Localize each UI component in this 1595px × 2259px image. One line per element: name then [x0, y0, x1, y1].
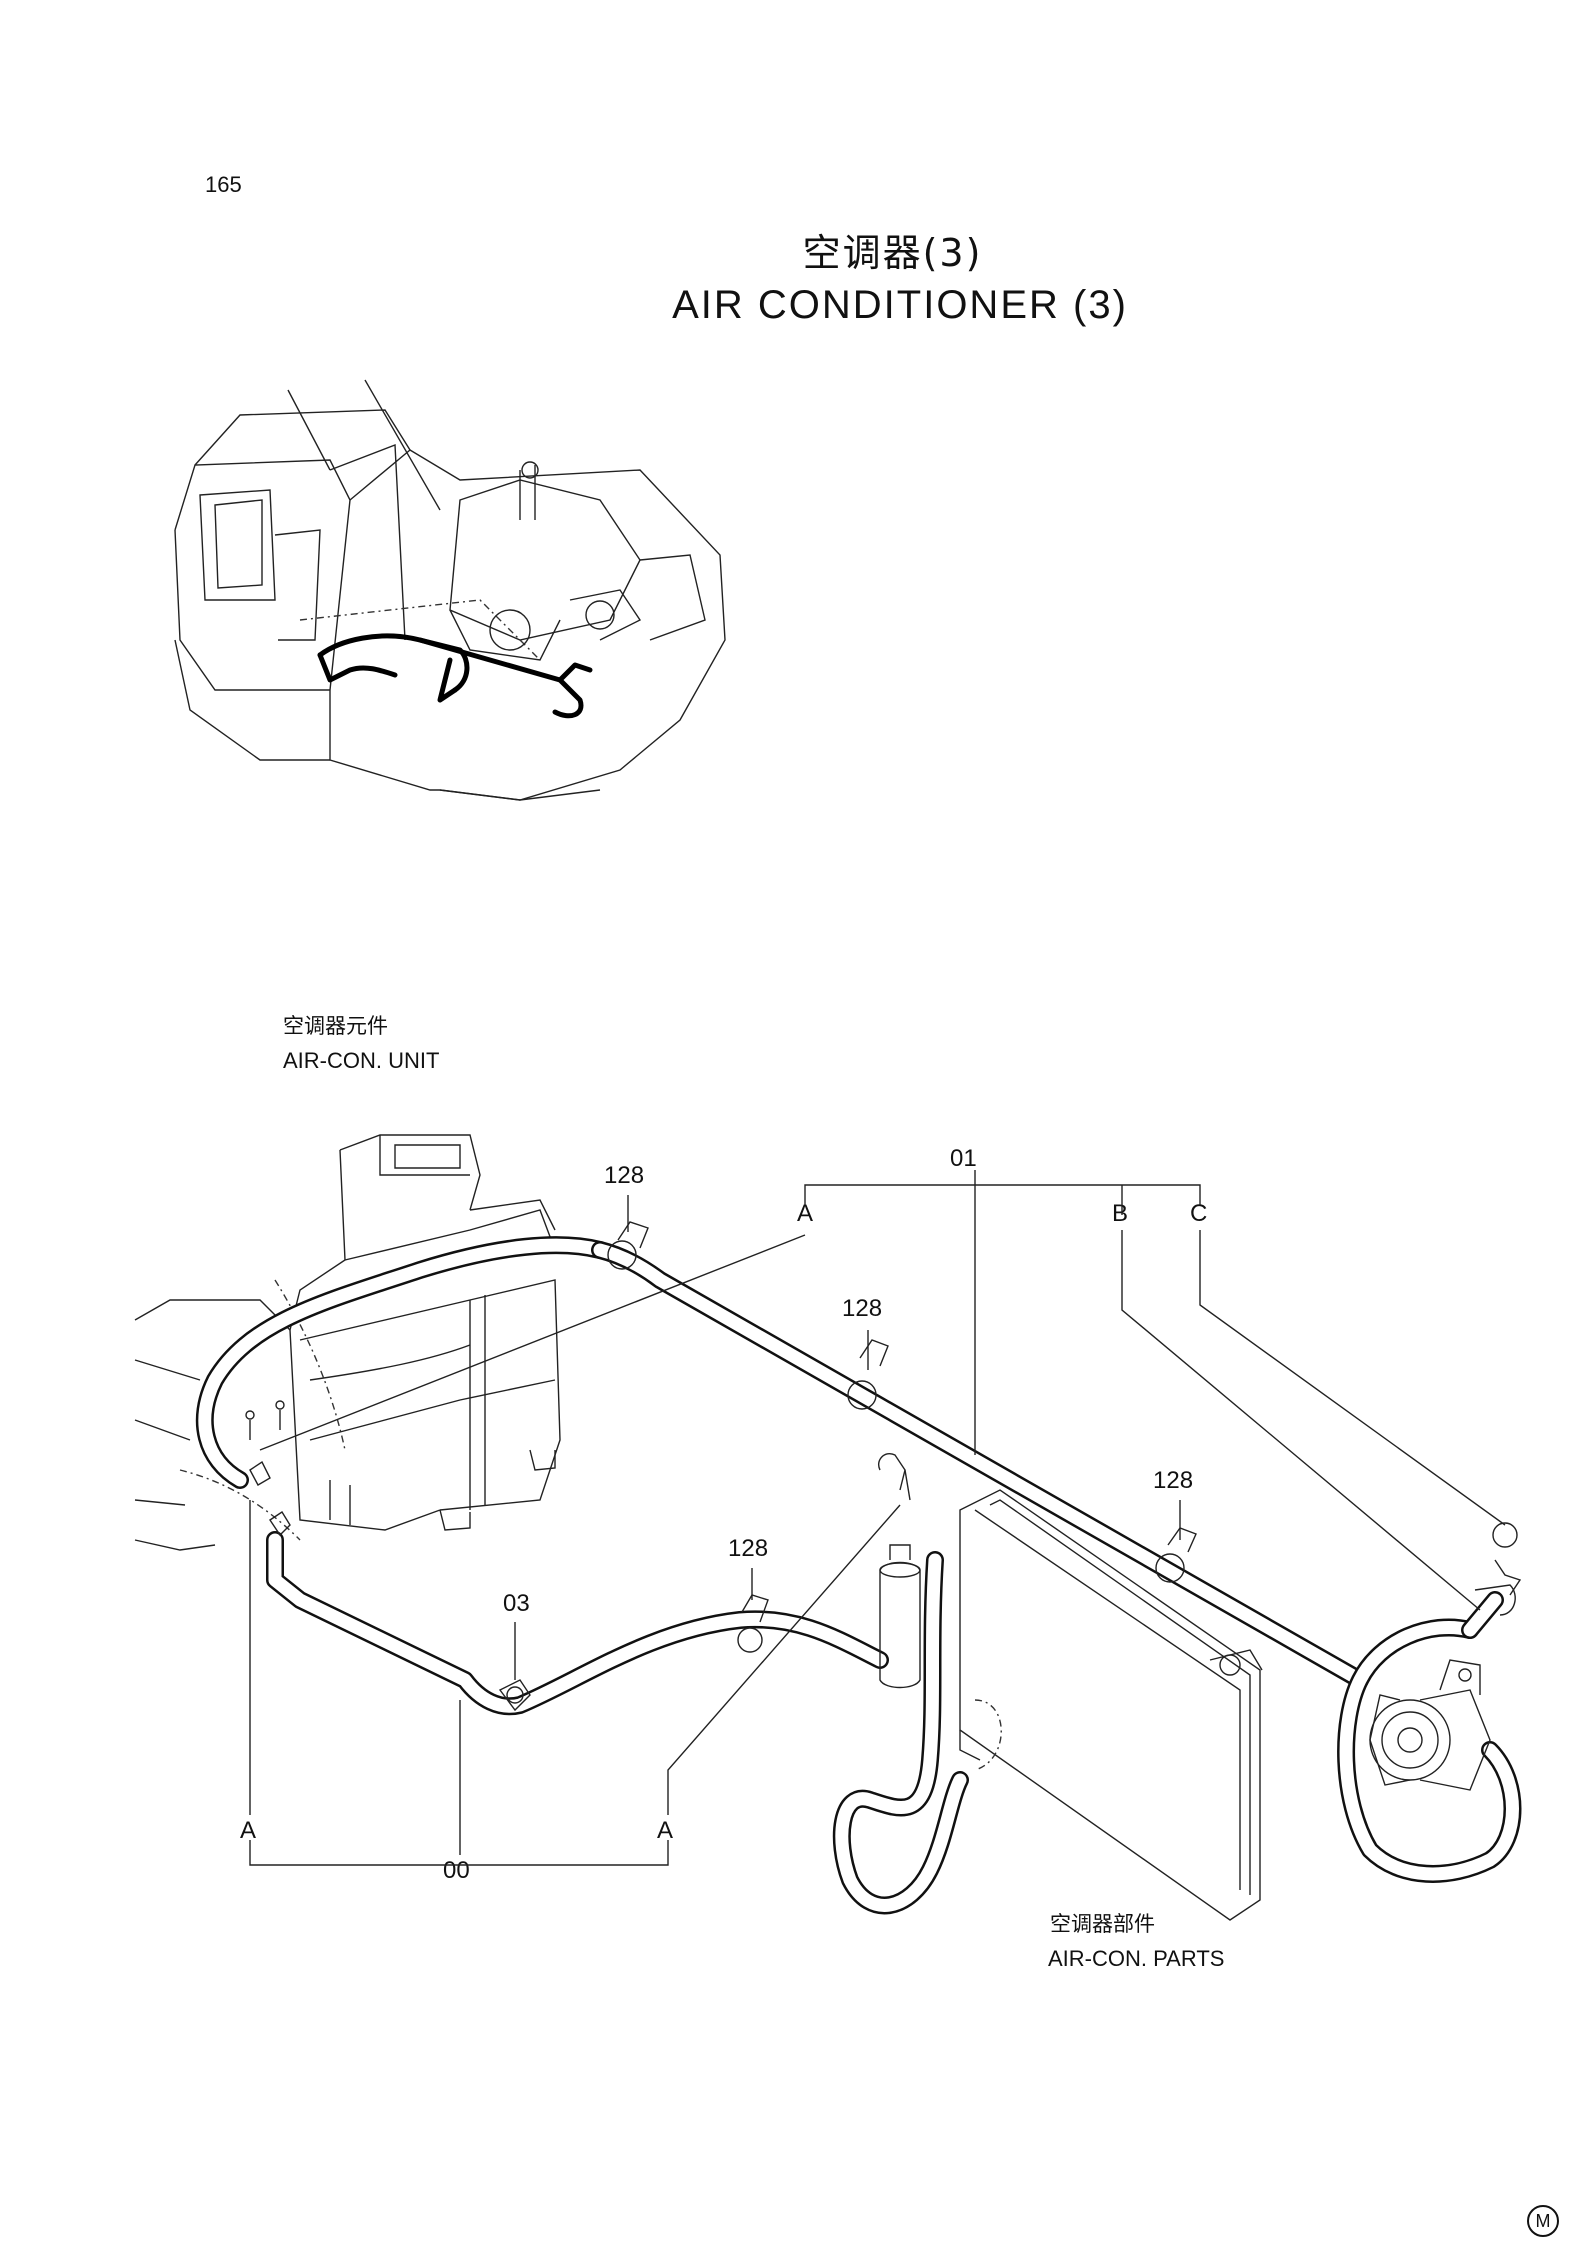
callout-01: 01	[950, 1145, 977, 1172]
air-con-unit-label-cn: 空调器元件	[283, 1014, 388, 1038]
ref-letter-a-left: A	[240, 1817, 257, 1844]
page-number: 165	[205, 172, 242, 197]
callout-128-clamp-d: 128	[728, 1535, 769, 1562]
ref-letter-c-top: C	[1190, 1200, 1208, 1227]
callout-128-clamp-a: 128	[604, 1162, 645, 1189]
page-title-chinese: 空调器(3)	[802, 231, 983, 275]
callout-03: 03	[503, 1590, 530, 1617]
air-con-parts-label-en: AIR-CON. PARTS	[1048, 1946, 1225, 1971]
manufacturer-mark-icon: M	[1527, 2205, 1559, 2237]
ref-letter-a-top: A	[797, 1200, 814, 1227]
air-con-parts-label-cn: 空调器部件	[1050, 1912, 1155, 1936]
page-title-english: AIR CONDITIONER (3)	[672, 283, 1128, 327]
air-con-unit-label-en: AIR-CON. UNIT	[283, 1048, 440, 1073]
callout-00: 00	[443, 1857, 470, 1884]
ref-letter-b-top: B	[1112, 1200, 1129, 1227]
callout-128-clamp-c: 128	[1153, 1467, 1194, 1494]
ref-letter-a-right: A	[657, 1817, 674, 1844]
callout-128-clamp-b: 128	[842, 1295, 883, 1322]
